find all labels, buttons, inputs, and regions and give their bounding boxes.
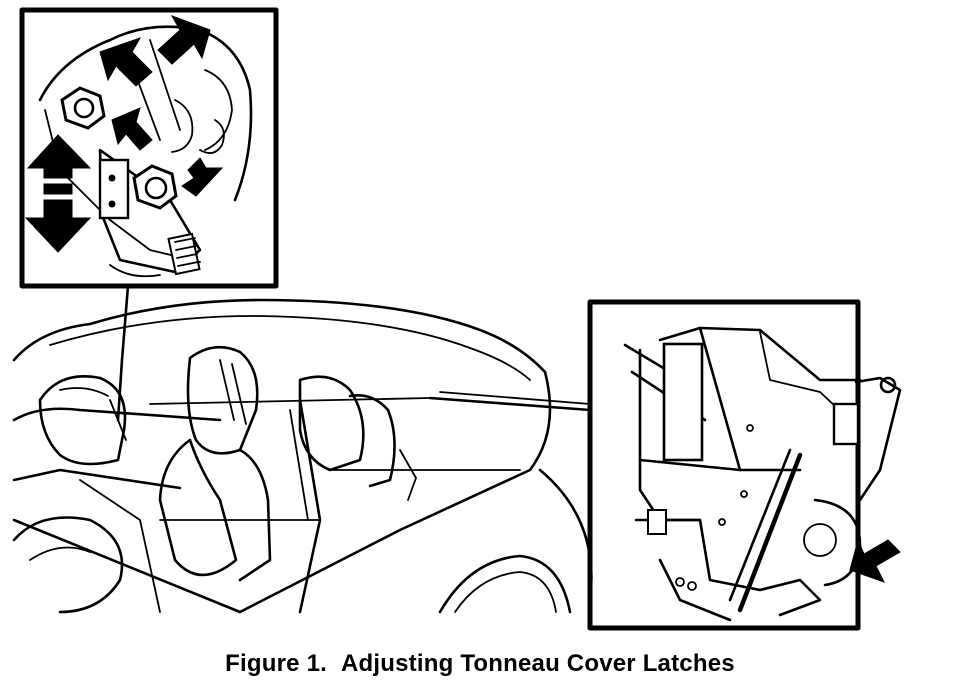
double-arrow-up-down-icon bbox=[24, 134, 92, 253]
hex-nut-lower bbox=[132, 164, 178, 210]
latch-bracket-sketch bbox=[623, 326, 902, 622]
latch-detail-inset bbox=[19, 7, 279, 422]
inset-frame-right bbox=[587, 299, 861, 631]
leader-line-right bbox=[428, 396, 592, 412]
figure-caption: Figure 1. Adjusting Tonneau Cover Latches bbox=[0, 650, 960, 690]
latch-hardware-inset bbox=[428, 299, 902, 631]
leader-line-left bbox=[116, 284, 130, 422]
latch-spring bbox=[167, 232, 201, 276]
latch-mechanism-sketch bbox=[38, 25, 253, 278]
figure-title: Adjusting Tonneau Cover Latches bbox=[341, 650, 735, 677]
convertible-car-sketch bbox=[12, 298, 593, 614]
pointer-arrow-icon bbox=[849, 538, 901, 583]
hex-nut-upper bbox=[60, 86, 106, 130]
inset-frame-top-left bbox=[19, 7, 279, 289]
pointer-arrow-icon bbox=[99, 15, 224, 197]
figure-number: Figure 1. bbox=[225, 650, 327, 677]
